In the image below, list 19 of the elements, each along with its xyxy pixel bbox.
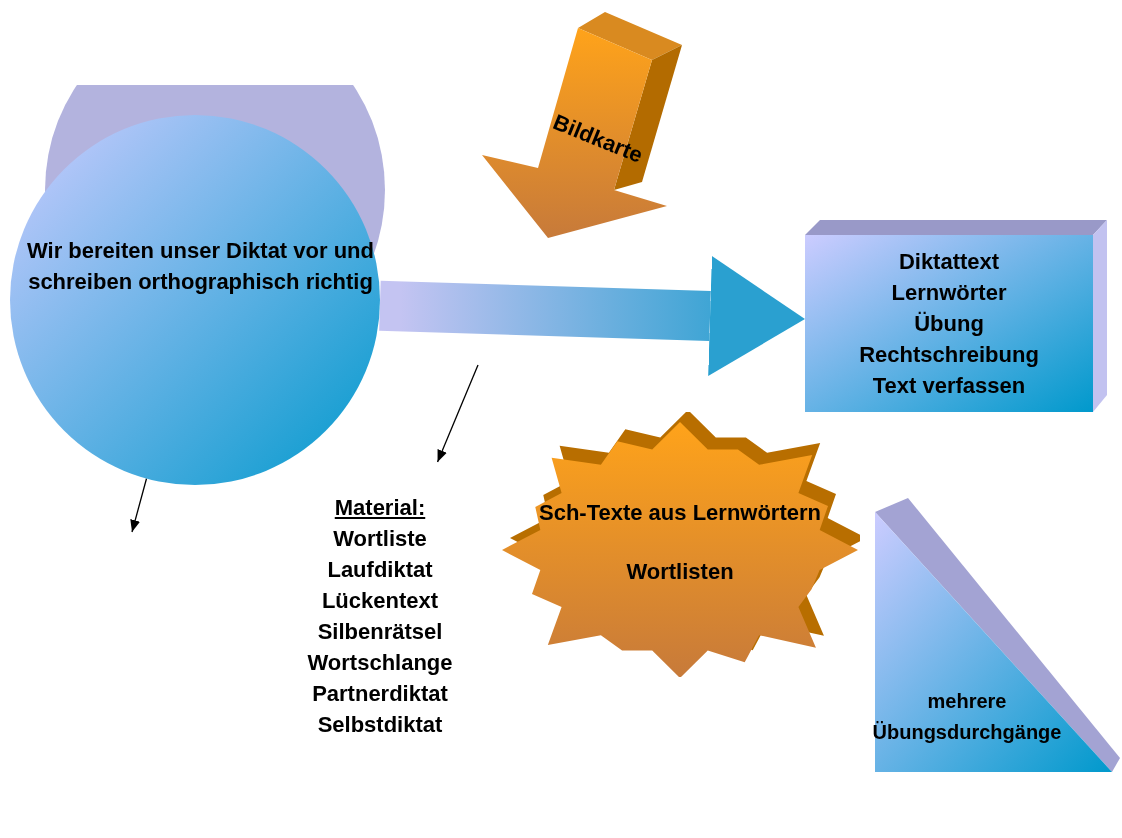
arrow <box>436 364 479 463</box>
node-text: Wortlisten <box>626 558 734 586</box>
arrow <box>130 477 148 533</box>
node-text: Silbenrätsel <box>317 618 443 646</box>
node-text: Sch-Texte aus Lernwörtern <box>539 499 821 527</box>
node-text: Text verfassen <box>872 372 1026 400</box>
node-text: Lückentext <box>321 587 439 615</box>
node-text: Laufdiktat <box>327 556 433 584</box>
list-heading: Material: <box>334 494 426 522</box>
node-text: Übung <box>914 310 984 338</box>
node-text: Partnerdiktat <box>312 680 448 708</box>
node-text: Wortschlange <box>307 649 453 677</box>
block-arrow <box>379 256 805 376</box>
node-text: Selbstdiktat <box>317 711 443 739</box>
node-text: Lernwörter <box>891 279 1007 307</box>
node-text: Rechtschreibung <box>859 341 1039 369</box>
node-text: Wir bereiten unser Diktat vor und schreiben orthographisch richtig <box>26 237 375 296</box>
node-text: Diktattext <box>898 248 1000 276</box>
node-text: Wortliste <box>333 525 427 553</box>
